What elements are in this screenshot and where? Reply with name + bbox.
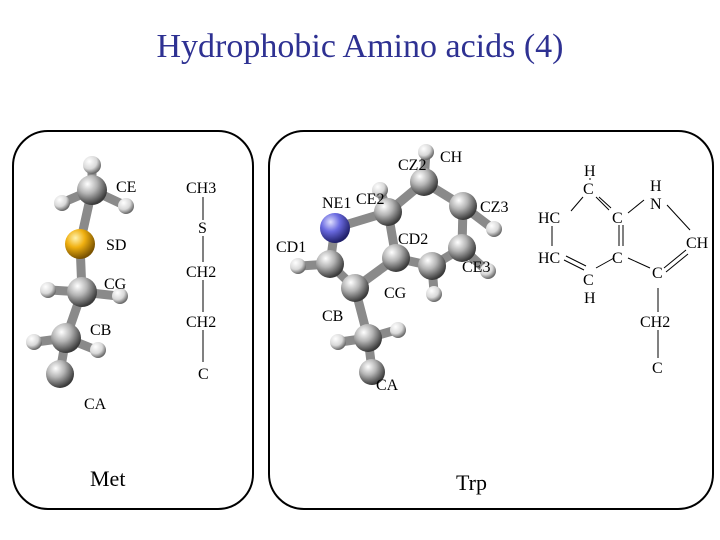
atom-cz2 [410,168,438,196]
trp-label-ce2: CE2 [356,191,384,208]
trp-formula-ch-right: CH [686,235,709,252]
trp-formula-hc-2: HC [538,250,560,267]
trp-formula-c-right: C [652,265,663,282]
atom-ch2 [449,192,477,220]
atom-cd2 [382,244,410,272]
trp-formula-h-n: H [650,178,662,195]
atom-ca [359,359,385,385]
trp-label-cg: CG [384,285,407,302]
trp-label-cb: CB [322,308,343,325]
trp-label-ne1: NE1 [322,195,351,212]
trp-formula-n: N [650,196,662,213]
trp-formula-h-top: H [584,163,596,180]
trp-formula-c-top: C [583,181,594,198]
trp-formula-c-alpha: C [652,360,663,377]
atom-cb [354,324,382,352]
trp-panel [268,130,714,510]
trp-caption: Trp [456,470,487,495]
slide-title: Hydrophobic Amino acids (4) [156,28,564,65]
atom-cg [341,274,369,302]
atom-ce3 [418,252,446,280]
atom-cd1 [316,250,344,278]
atom-cb [51,323,81,353]
trp-formula-ch2: CH2 [640,314,670,331]
met-formula-ch2-1: CH2 [186,264,216,281]
trp-formula-c-bottom: C [583,272,594,289]
atom-sd [65,229,95,259]
met-label-ca: CA [84,396,107,413]
trp-formula-h-bottom: H [584,290,596,307]
trp-label-cd1: CD1 [276,239,306,256]
atom-ce2 [374,198,402,226]
met-formula-ch3: CH3 [186,180,216,197]
met-ball-stick-model [26,156,134,388]
trp-label-ce3: CE3 [462,259,490,276]
trp-ball-stick-model [290,144,502,385]
met-formula-ch2-2: CH2 [186,314,216,331]
met-label-ce: CE [116,179,136,196]
trp-formula-c-mid: C [612,210,623,227]
met-label-cb: CB [90,322,111,339]
trp-structural-formula: H C H N HC C HC C CH C H C CH2 C [538,163,709,377]
trp-formula-hc-1: HC [538,210,560,227]
atom-ne1 [320,213,350,243]
met-panel [12,130,254,510]
trp-label-ca: CA [376,377,399,394]
met-structural-formula: CH3 S CH2 CH2 C [186,180,216,383]
atom-ca [46,360,74,388]
met-label-sd: SD [106,237,126,254]
atom-cz3 [448,234,476,262]
atom-ce [77,175,107,205]
trp-label-cz2: CZ2 [398,157,426,174]
met-caption: Met [90,466,126,491]
met-formula-c: C [198,366,209,383]
met-label-cg: CG [104,276,127,293]
trp-label-cz3: CZ3 [480,199,508,216]
atom-cg [67,277,97,307]
met-formula-s: S [198,220,207,237]
trp-label-ch: CH [440,149,463,166]
trp-formula-c-junction: C [612,250,623,267]
trp-label-cd2: CD2 [398,231,428,248]
